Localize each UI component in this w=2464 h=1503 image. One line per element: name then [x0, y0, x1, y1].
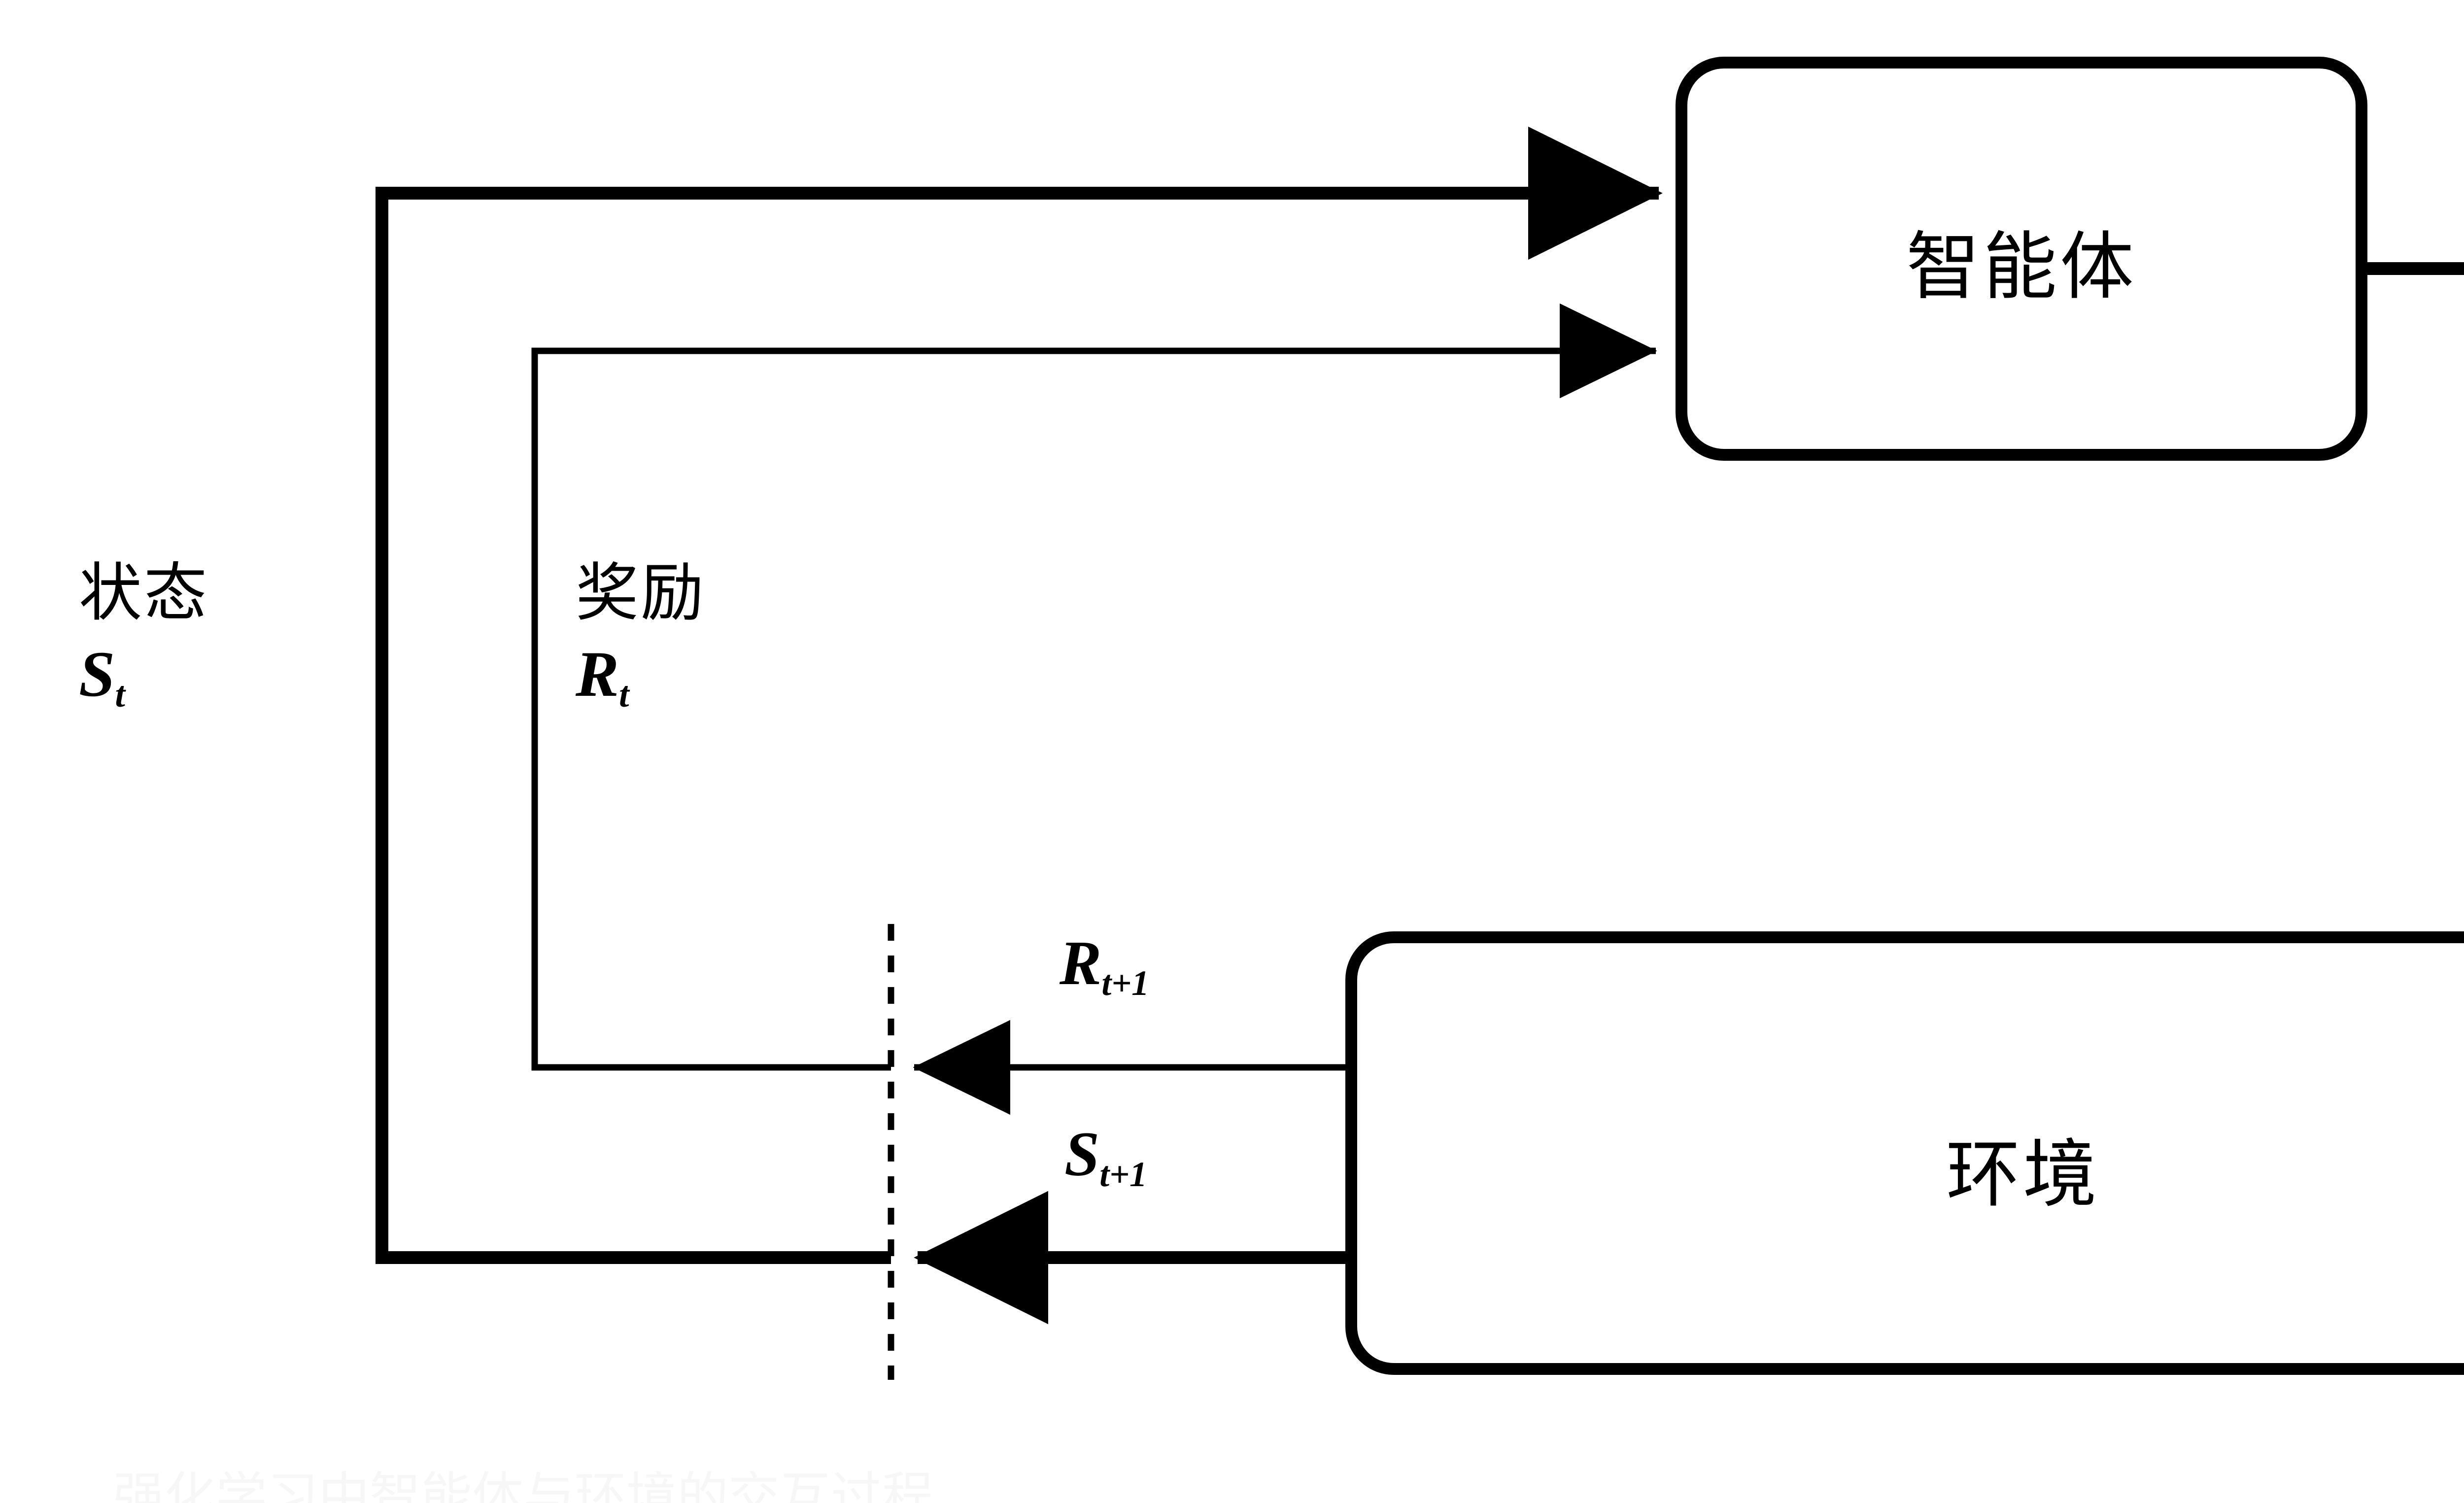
state-next-subscript: t+1: [1099, 1154, 1147, 1194]
state-feedback-path: [376, 126, 1663, 1264]
environment-label: 环境: [1946, 1133, 2100, 1216]
state-symbol: St: [79, 642, 209, 713]
reward-symbol-subscript: t: [619, 674, 629, 715]
reward-next-letter: R: [1060, 928, 1102, 998]
reward-side-label: 奖励 Rt: [576, 558, 706, 713]
figure-caption: 强化学习中智能体与环境的交互过程: [113, 1471, 934, 1503]
reward-feedback-path: [531, 303, 1657, 1071]
environment-node: [1345, 931, 2464, 1375]
state-label-text: 状态: [79, 558, 209, 628]
reward-symbol-letter: R: [576, 638, 619, 710]
agent-label: 智能体: [1906, 225, 2137, 308]
state-symbol-subscript: t: [115, 674, 125, 715]
agent-node: [1676, 57, 2367, 461]
reward-next-subscript: t+1: [1101, 963, 1149, 1003]
state-next-letter: S: [1064, 1119, 1100, 1189]
state-symbol-letter: S: [79, 638, 115, 710]
reward-next-edge-label: Rt+1: [1060, 931, 1149, 1000]
state-side-label: 状态 St: [79, 558, 209, 713]
agent-box-shape: [1676, 57, 2367, 461]
environment-box-shape: [1345, 931, 2464, 1375]
state-next-edge-label: St+1: [1064, 1123, 1147, 1192]
reward-label-text: 奖励: [576, 558, 706, 628]
reward-symbol: Rt: [576, 642, 706, 713]
